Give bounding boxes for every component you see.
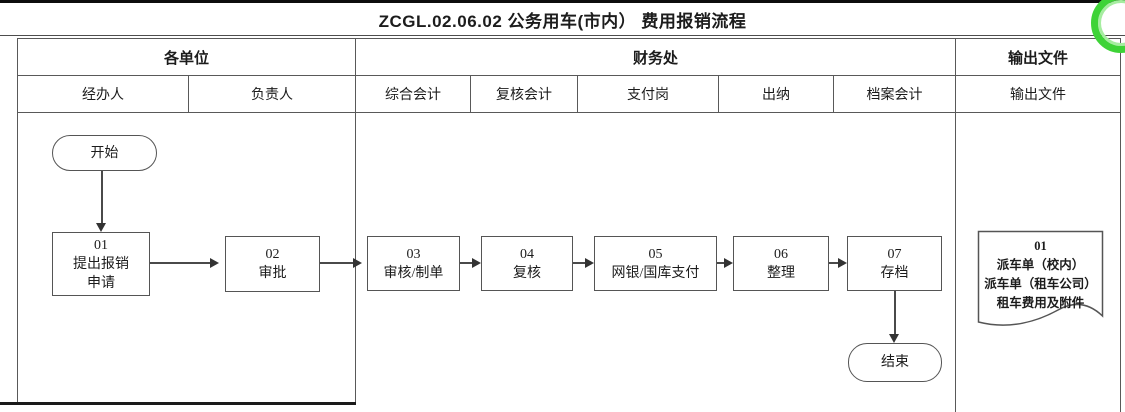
document-shape-icon (977, 230, 1104, 326)
step-number: 07 (887, 246, 902, 262)
lane-col-review-accountant: 复核会计 (470, 75, 578, 113)
connector-line (717, 262, 725, 264)
flow-step-05: 05 网银/国库支付 (594, 236, 717, 291)
arrow-right-icon (353, 258, 362, 268)
flow-step-02: 02 审批 (225, 236, 320, 292)
lane-group-output: 输出文件 (955, 38, 1121, 76)
title-bar: ZCGL.02.06.02 公务用车(市内） 费用报销流程 (0, 0, 1125, 36)
lane-col-output: 输出文件 (955, 75, 1121, 113)
connector-line (320, 262, 354, 264)
step-number: 01 (94, 237, 108, 253)
connector-line (460, 262, 473, 264)
arrow-right-icon (210, 258, 219, 268)
connector-line (101, 171, 103, 224)
flow-step-06: 06 整理 (733, 236, 829, 291)
document-line: 派车单（租车公司） (984, 277, 1097, 291)
lane-divider (355, 112, 356, 403)
lane-col-archive-accountant: 档案会计 (833, 75, 956, 113)
document-number: 01 (1034, 239, 1047, 253)
connector-line (894, 291, 896, 335)
flow-step-01: 01 提出报销 申请 (52, 232, 150, 296)
page-title: ZCGL.02.06.02 公务用车(市内） 费用报销流程 (378, 11, 747, 31)
lane-col-supervisor: 负责人 (188, 75, 356, 113)
document-line: 租车费用及附件 (996, 296, 1085, 310)
step-label: 网银/国库支付 (611, 265, 700, 281)
lane-group-units: 各单位 (17, 38, 356, 76)
output-document: 01 派车单（校内） 派车单（租车公司） 租车费用及附件 (977, 230, 1104, 332)
step-number: 03 (406, 246, 421, 262)
step-number: 02 (265, 247, 280, 262)
arrow-right-icon (838, 258, 847, 268)
step-number: 05 (648, 246, 663, 262)
flow-step-04: 04 复核 (481, 236, 573, 291)
arrow-right-icon (724, 258, 733, 268)
lane-bottom-border (0, 402, 356, 405)
arrow-down-icon (96, 223, 106, 232)
arrow-right-icon (585, 258, 594, 268)
arrow-right-icon (472, 258, 481, 268)
step-label: 申请 (87, 275, 115, 291)
step-label: 审核/制单 (383, 265, 444, 281)
lane-col-cashier: 出纳 (718, 75, 834, 113)
end-label: 结束 (881, 355, 909, 370)
green-ring-decoration (1091, 0, 1125, 53)
lane-divider (1120, 112, 1121, 412)
step-label: 存档 (880, 265, 909, 281)
end-terminator: 结束 (848, 343, 942, 382)
arrow-down-icon (889, 334, 899, 343)
lane-col-general-accountant: 综合会计 (355, 75, 471, 113)
step-label: 审批 (258, 266, 287, 281)
connector-line (573, 262, 586, 264)
connector-line (829, 262, 839, 264)
lane-col-payment-post: 支付岗 (577, 75, 719, 113)
step-label: 整理 (767, 265, 795, 281)
start-terminator: 开始 (52, 135, 157, 171)
document-line: 派车单（校内） (996, 258, 1085, 272)
step-number: 06 (774, 246, 788, 262)
document-text: 01 派车单（校内） 派车单（租车公司） 租车费用及附件 (977, 237, 1104, 313)
lane-group-finance: 财务处 (355, 38, 956, 76)
start-label: 开始 (90, 145, 119, 161)
lane-divider (17, 112, 18, 403)
lane-col-handler: 经办人 (17, 75, 189, 113)
lane-divider (955, 112, 956, 412)
flow-step-03: 03 审核/制单 (367, 236, 460, 291)
flow-step-07: 07 存档 (847, 236, 942, 291)
step-label: 提出报销 (73, 256, 129, 272)
step-label: 复核 (513, 265, 541, 281)
step-number: 04 (520, 246, 534, 262)
connector-line (150, 262, 211, 264)
